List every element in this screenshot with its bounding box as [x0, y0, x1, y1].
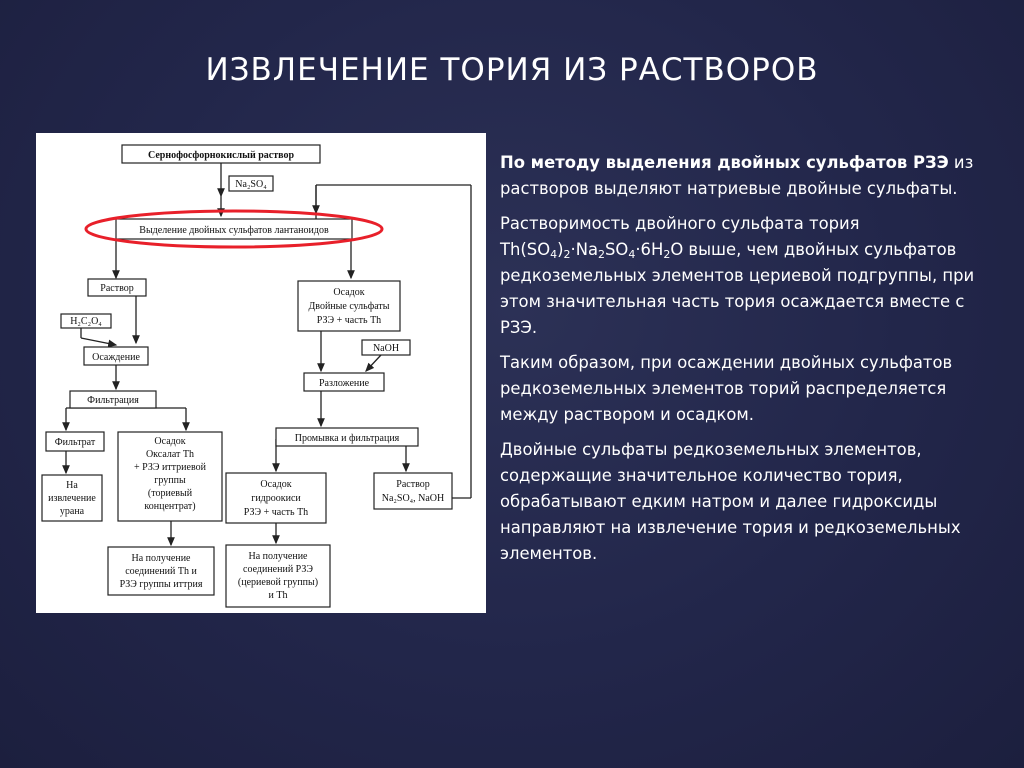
double-sulfates-line-1: Осадок	[333, 287, 364, 298]
uranium-extraction-box	[41, 474, 103, 522]
flowchart-diagram: Сернофосфорнокислый раствор Na₂SO₄ Выдел…	[41, 144, 472, 608]
uranium-line-1: На	[66, 480, 78, 491]
solubility-sub-2: 2	[563, 248, 571, 261]
solubility-text-c: ·Na	[570, 240, 599, 259]
oxalate-line-2: Оксалат Th	[146, 449, 194, 460]
method-bold-text: По методу выделения двойных сульфатов РЗ…	[500, 153, 949, 172]
hydroxide-line-3: РЗЭ + часть Th	[244, 507, 308, 518]
hydroxide-precipitate-box	[225, 472, 327, 524]
solubility-sub-4: 4	[628, 248, 636, 261]
start-solution-box	[121, 144, 321, 164]
flowchart-panel: Сернофосфорнокислый раствор Na₂SO₄ Выдел…	[36, 133, 486, 613]
decomposition-box	[303, 372, 385, 392]
uranium-line-2: извлечение	[48, 493, 96, 504]
h2c2o4-reagent-box	[60, 313, 112, 329]
separation-box	[115, 218, 353, 240]
paragraph-distribution: Таким образом, при осаждении двойных сул…	[500, 353, 953, 424]
na2so4-reagent-box	[228, 175, 274, 192]
cerium-line-3: (цериевой группы)	[238, 577, 318, 588]
paragraph-solubility: Растворимость двойного сульфата тория Th…	[500, 211, 988, 341]
precipitation-label: Осаждение	[92, 352, 140, 363]
separation-label: Выделение двойных сульфатов лантаноидов	[139, 225, 329, 236]
solubility-text-f: O выше, чем двойных сульфатов редкоземел…	[500, 240, 975, 337]
flow-connectors	[62, 163, 472, 547]
solution-label: Раствор	[100, 283, 133, 294]
start-solution-label: Сернофосфорнокислый раствор	[148, 150, 294, 161]
washing-filtration-label: Промывка и фильтрация	[295, 433, 400, 444]
oxalate-line-4: группы	[154, 475, 186, 486]
method-rest-text: из растворов выделяют натриевые двойные …	[500, 153, 974, 198]
yttrium-line-1: На получение	[132, 553, 192, 564]
double-sulfates-line-2: Двойные сульфаты	[308, 301, 389, 312]
hydroxide-line-2: гидроокиси	[251, 493, 301, 504]
paragraph-method: По методу выделения двойных сульфатов РЗ…	[500, 150, 988, 202]
yttrium-line-3: РЗЭ группы иттрия	[120, 579, 203, 590]
alkali-solution-line-1: Раствор	[396, 479, 429, 490]
solubility-sub-5: 2	[663, 248, 671, 261]
cerium-line-2: соединений РЗЭ	[243, 564, 313, 575]
solubility-text-a: Растворимость двойного сульфата тория Th…	[500, 214, 860, 259]
uranium-line-3: урана	[60, 506, 85, 517]
double-sulfates-box	[297, 280, 401, 332]
solubility-text-d: SO	[605, 240, 629, 259]
solubility-sub-3: 2	[598, 248, 606, 261]
yttrium-line-2: соединений Th и	[125, 566, 197, 577]
double-sulfates-line-3: РЗЭ + часть Th	[317, 315, 381, 326]
filtrate-box	[45, 431, 105, 452]
alkali-solution-box	[373, 472, 453, 510]
highlight-ellipse	[84, 209, 384, 249]
filtration-label: Фильтрация	[87, 395, 139, 406]
solubility-text-b: )	[557, 240, 564, 259]
oxalate-line-5: (ториевый	[148, 488, 193, 499]
filtration-box	[69, 390, 157, 409]
paragraph-treatment: Двойные сульфаты редкоземельных элементо…	[500, 440, 961, 563]
slide-title: ИЗВЛЕЧЕНИЕ ТОРИЯ ИЗ РАСТВОРОВ	[205, 52, 819, 88]
alkali-solution-line-2: Na₂SO₄, NaOH	[382, 493, 445, 504]
oxalate-line-3: + РЗЭ иттриевой	[134, 462, 207, 473]
cerium-line-4: и Th	[269, 590, 288, 601]
washing-filtration-box	[275, 427, 419, 447]
naoh-reagent-box	[361, 339, 411, 356]
na2so4-reagent-label: Na₂SO₄	[235, 179, 267, 190]
solubility-sub-1: 4	[550, 248, 558, 261]
naoh-reagent-label: NaOH	[373, 343, 399, 354]
cerium-line-1: На получение	[249, 551, 309, 562]
solubility-text-e: ·6H	[635, 240, 664, 259]
oxalate-line-1: Осадок	[154, 436, 185, 447]
filtrate-label: Фильтрат	[55, 437, 96, 448]
yttrium-compounds-box	[107, 546, 215, 596]
slide-body-text: По методу выделения двойных сульфатов РЗ…	[500, 150, 988, 576]
precipitation-box	[83, 346, 149, 366]
oxalate-precipitate-box	[117, 431, 223, 522]
cerium-compounds-box	[225, 544, 331, 608]
decomposition-label: Разложение	[319, 378, 370, 389]
hydroxide-line-1: Осадок	[260, 479, 291, 490]
oxalate-line-6: концентрат)	[144, 501, 195, 512]
h2c2o4-reagent-label: H₂C₂O₄	[70, 316, 102, 327]
solution-box	[87, 278, 147, 297]
